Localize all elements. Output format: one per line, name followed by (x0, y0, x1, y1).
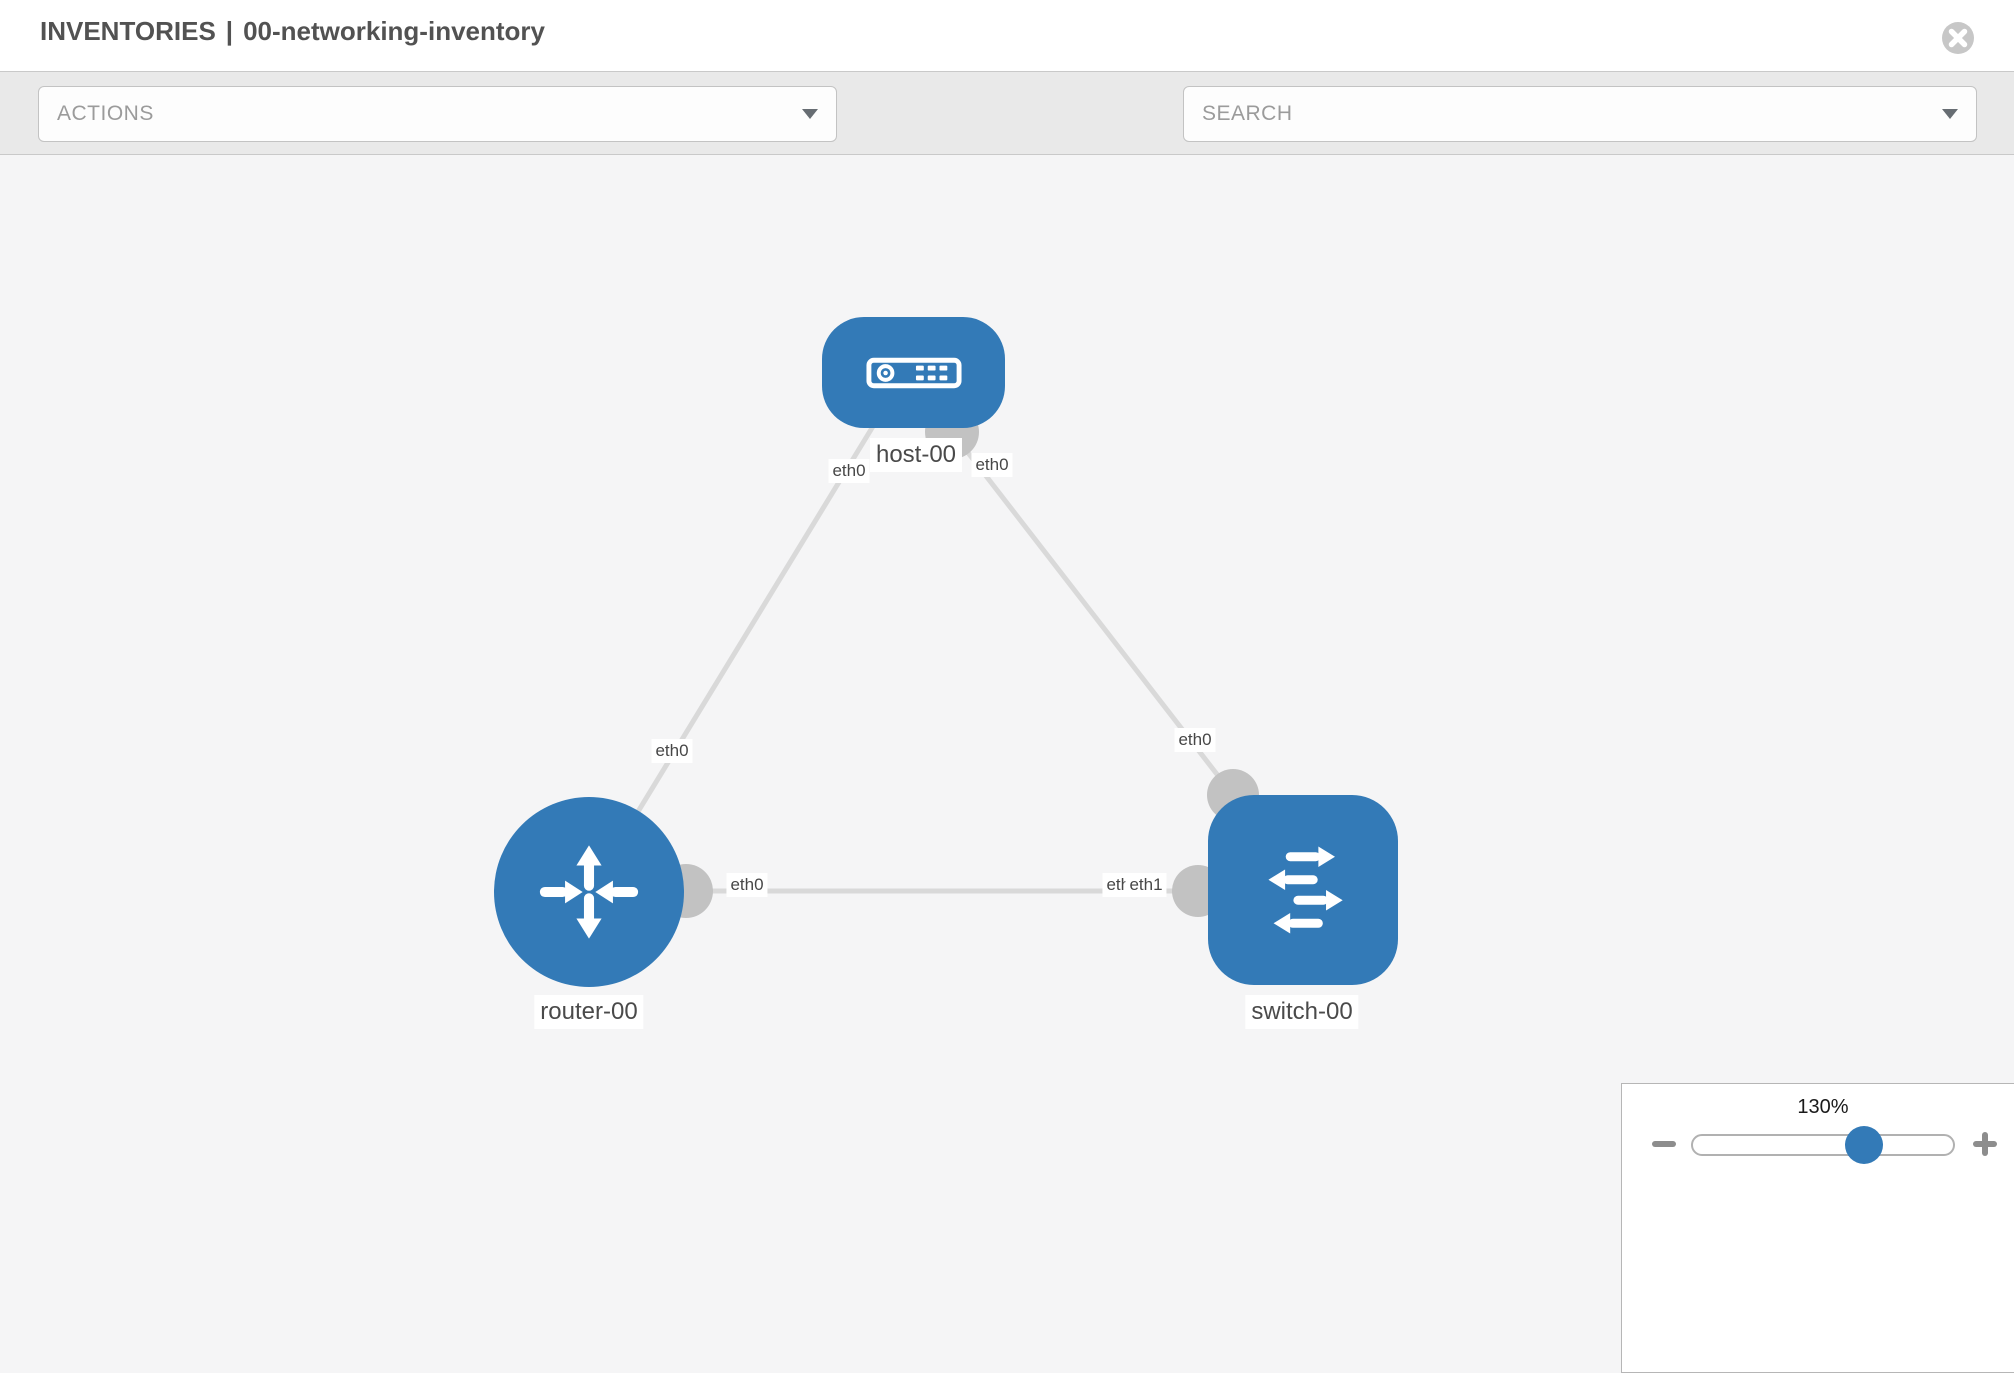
interface-label-eth0: eth0 (651, 739, 693, 763)
chevron-down-icon (802, 109, 818, 119)
actions-dropdown[interactable]: ACTIONS (38, 86, 837, 142)
modal-header: INVENTORIES | 00-networking-inventory (0, 0, 2014, 71)
node-label-host-00: host-00 (869, 438, 963, 472)
node-label-switch-00: switch-00 (1245, 995, 1359, 1029)
chevron-down-icon (1942, 109, 1958, 119)
breadcrumb-inventory-name: 00-networking-inventory (243, 16, 545, 46)
page-title: INVENTORIES | 00-networking-inventory (40, 16, 545, 47)
server-icon (865, 357, 962, 388)
topology-graph (586, 403, 1259, 918)
breadcrumb-section: INVENTORIES (40, 16, 216, 46)
zoom-in-button[interactable] (1971, 1130, 1999, 1158)
node-switch-00[interactable] (1208, 795, 1398, 985)
zoom-out-button[interactable] (1652, 1134, 1678, 1154)
switch-arrows-icon (1268, 846, 1343, 934)
node-label-router-00: router-00 (534, 995, 644, 1029)
search-dropdown[interactable]: SEARCH (1183, 86, 1977, 142)
toolbar: ACTIONS SEARCH (0, 71, 2014, 200)
zoom-slider[interactable] (1691, 1126, 1955, 1164)
interface-label-eth0: eth0 (1174, 728, 1216, 752)
breadcrumb-separator: | (225, 16, 234, 46)
topology-canvas[interactable]: 130% host-00 router-00 switch-00 eth0 eth0 et… (0, 155, 2014, 1373)
node-host-00[interactable] (822, 317, 1005, 428)
node-router-00[interactable] (494, 797, 684, 987)
zoom-slider-handle[interactable] (1845, 1126, 1883, 1164)
zoom-panel: 130% (1621, 1083, 2014, 1373)
interface-label-eth0: eth0 (971, 453, 1013, 477)
router-arrows-icon (539, 845, 639, 939)
search-placeholder: SEARCH (1202, 102, 1293, 125)
interface-label-eth0: eth0 (726, 873, 768, 897)
interface-label-eth1: eth1 (1125, 873, 1167, 897)
actions-dropdown-label: ACTIONS (57, 102, 154, 125)
zoom-level: 130% (1797, 1096, 1849, 1118)
close-button[interactable] (1940, 20, 1976, 56)
close-icon (1942, 22, 1974, 54)
interface-label-eth0: eth0 (828, 459, 870, 483)
